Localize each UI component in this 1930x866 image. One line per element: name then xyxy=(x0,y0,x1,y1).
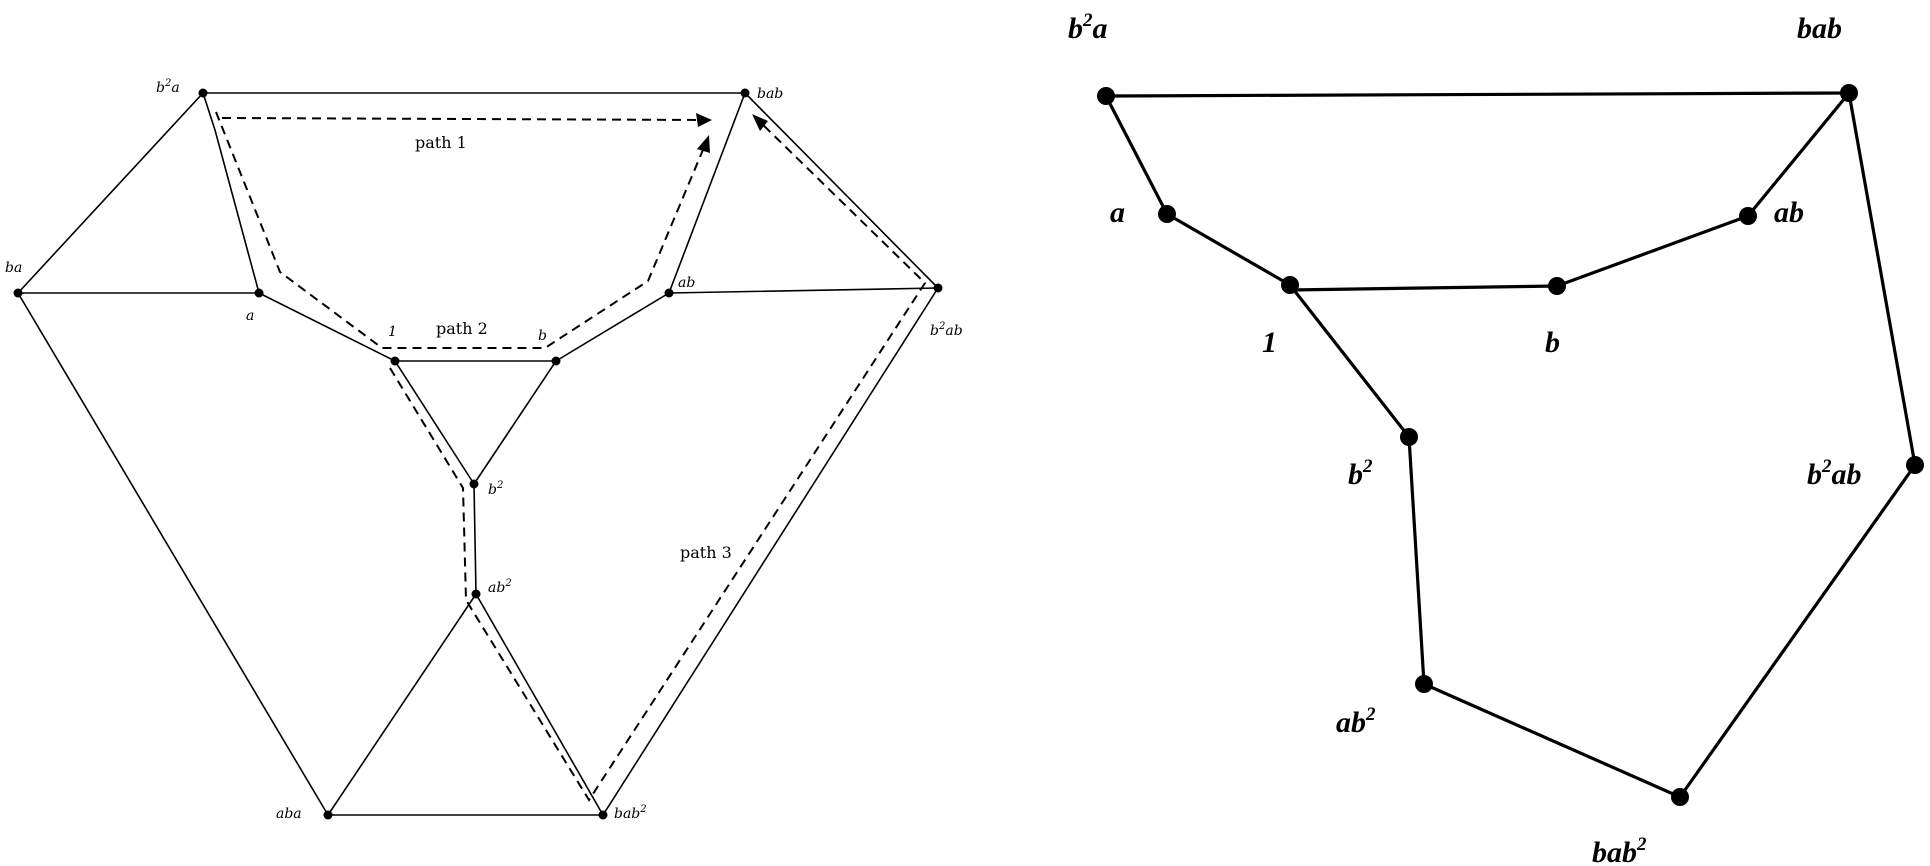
right-label-ab: ab xyxy=(1774,196,1804,229)
edge-ab-bab xyxy=(668,92,746,294)
path-3-arrowhead xyxy=(752,114,768,131)
edge-1-b2 xyxy=(394,360,475,485)
left-vertices xyxy=(13,88,943,820)
edge-b-ab xyxy=(555,292,670,362)
redge-1-b2 xyxy=(1288,283,1411,439)
right-label-a: a xyxy=(1110,196,1125,229)
right-labels: b2a bab a ab 1 b b2 b2ab ab2 bab2 xyxy=(1068,10,1862,866)
left-node-aba xyxy=(323,810,333,820)
right-diagram: b2a bab a ab 1 b b2 b2ab ab2 bab2 xyxy=(1068,10,1924,866)
left-diagram: b2a bab ba a 1 b ab b2ab b2 ab2 aba bab2… xyxy=(5,78,963,822)
right-node-ab2 xyxy=(1415,675,1433,693)
edge-b2-ab2 xyxy=(473,483,477,595)
left-label-b2a: b2a xyxy=(156,78,180,96)
left-label-aba: aba xyxy=(276,806,302,822)
left-label-bab2: bab2 xyxy=(614,804,647,822)
left-node-b2 xyxy=(469,479,479,489)
left-label-b: b xyxy=(538,328,547,344)
edge-ab2-bab2 xyxy=(475,593,604,816)
left-node-a xyxy=(254,288,264,298)
right-label-1: 1 xyxy=(1262,326,1277,359)
left-node-ab xyxy=(664,288,674,298)
right-vertices xyxy=(1097,84,1924,806)
right-node-b2a xyxy=(1097,87,1115,105)
right-node-ab xyxy=(1739,207,1757,225)
right-node-bab2 xyxy=(1671,788,1689,806)
left-node-1 xyxy=(390,356,400,366)
path-2-line xyxy=(215,111,706,349)
left-node-ba xyxy=(13,288,23,298)
left-label-b2ab: b2ab xyxy=(930,321,963,339)
right-label-bab2: bab2 xyxy=(1592,834,1647,866)
left-node-b xyxy=(551,356,561,366)
redge-1-b xyxy=(1288,284,1559,292)
left-label-ab: ab xyxy=(678,275,695,291)
redge-b2a-a xyxy=(1104,94,1169,216)
right-edges xyxy=(1104,91,1917,799)
left-label-a: a xyxy=(246,308,254,324)
left-node-bab2 xyxy=(598,810,608,820)
left-label-b2: b2 xyxy=(488,480,503,498)
right-label-ab2: ab2 xyxy=(1336,704,1376,739)
edge-ab-b2ab xyxy=(668,287,939,294)
left-node-b2ab xyxy=(933,283,943,293)
left-edges xyxy=(17,92,939,816)
left-dashed-paths xyxy=(215,111,927,802)
path-3-line xyxy=(389,119,927,802)
redge-b2-ab2 xyxy=(1407,435,1426,686)
redge-a-1 xyxy=(1165,212,1292,287)
path-2-label: path 2 xyxy=(436,319,488,338)
right-node-b2ab xyxy=(1906,456,1924,474)
redge-bab-b2ab xyxy=(1847,91,1917,467)
right-node-bab xyxy=(1840,84,1858,102)
right-label-b2ab: b2ab xyxy=(1807,456,1862,491)
left-label-bab: bab xyxy=(757,86,783,102)
edge-a-1 xyxy=(258,292,396,362)
left-label-ba: ba xyxy=(5,260,22,276)
right-node-1 xyxy=(1281,276,1299,294)
edge-bab-b2ab xyxy=(744,92,939,289)
right-label-b2a: b2a xyxy=(1068,10,1108,45)
edge-b2a-a xyxy=(202,92,260,294)
right-node-b xyxy=(1548,277,1566,295)
right-node-b2 xyxy=(1400,428,1418,446)
right-label-bab: bab xyxy=(1797,12,1842,45)
right-node-a xyxy=(1158,205,1176,223)
redge-bab2-b2ab xyxy=(1678,463,1917,799)
left-label-ab2: ab2 xyxy=(488,578,512,596)
edge-b2ab-bab2 xyxy=(602,287,939,816)
left-path-labels: path 1 path 2 path 3 xyxy=(415,133,732,562)
edge-b2a-ba xyxy=(17,92,204,294)
right-label-b2: b2 xyxy=(1348,456,1373,491)
path-1-label: path 1 xyxy=(415,133,467,152)
redge-b-ab xyxy=(1555,214,1750,288)
redge-ab-bab xyxy=(1746,91,1851,218)
path-2-arrowhead xyxy=(697,135,710,153)
left-label-1: 1 xyxy=(388,324,397,340)
edge-ab2-aba xyxy=(327,593,477,816)
path-1-line xyxy=(221,117,711,121)
edge-b-b2 xyxy=(473,360,557,485)
edge-ba-aba xyxy=(17,292,329,816)
right-label-b: b xyxy=(1545,326,1560,359)
redge-ab2-bab2 xyxy=(1422,682,1682,799)
redge-b2a-bab xyxy=(1104,91,1851,98)
left-node-ab2 xyxy=(471,589,481,599)
left-node-bab xyxy=(740,88,750,98)
left-labels: b2a bab ba a 1 b ab b2ab b2 ab2 aba bab2 xyxy=(5,78,963,822)
path-1-arrowhead xyxy=(696,113,712,127)
path-3-label: path 3 xyxy=(680,543,732,562)
left-node-b2a xyxy=(198,88,208,98)
